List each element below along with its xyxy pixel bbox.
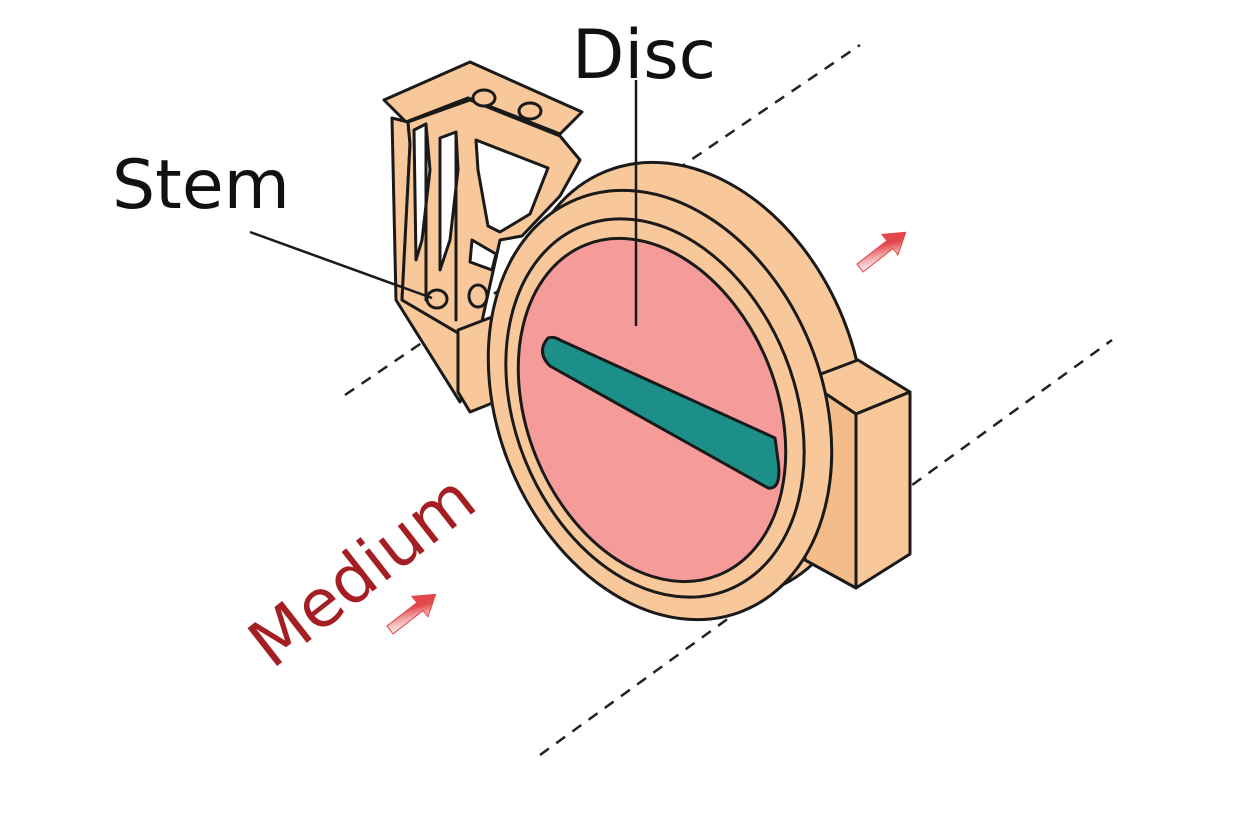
medium-label: Medium	[234, 459, 489, 682]
flow-arrow-icon	[386, 593, 437, 635]
bolt-hole-icon	[471, 88, 497, 108]
stem-leader-line	[249, 230, 433, 300]
stem-bracket	[382, 60, 584, 414]
flow-line-lower	[539, 338, 1113, 757]
bolt-hole-icon	[425, 288, 449, 310]
valve-body	[382, 60, 912, 622]
disc-label: Disc	[572, 16, 716, 95]
stem-label: Stem	[112, 146, 290, 225]
bolt-hole-icon	[467, 283, 489, 309]
bolt-hole-icon	[517, 101, 543, 121]
flow-arrow-icon	[856, 231, 907, 273]
stem-shaft	[541, 335, 781, 490]
